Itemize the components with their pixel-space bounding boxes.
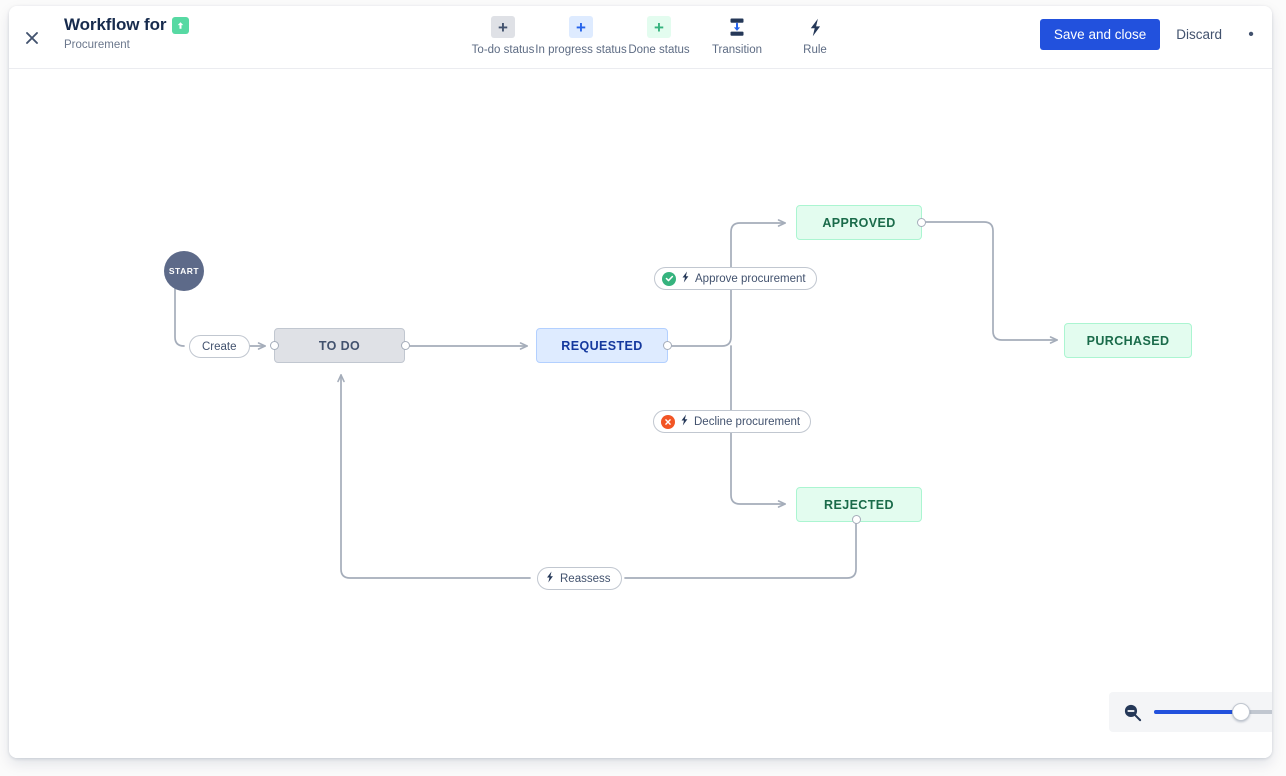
port-todo-left[interactable] [270, 341, 279, 350]
transition-reassess[interactable]: Reassess [537, 567, 622, 590]
add-transition-label: Transition [711, 44, 763, 56]
transition-decline-label: Decline procurement [694, 415, 801, 428]
add-todo-status-label: To-do status [471, 44, 535, 56]
more-options-button[interactable]: • [1238, 20, 1264, 50]
wire-start-to-create [174, 285, 185, 347]
wire-approved-to-purchased [925, 221, 1058, 344]
port-todo-right[interactable] [401, 341, 410, 350]
add-done-status-button[interactable]: + Done status [620, 14, 698, 56]
transition-approve-label: Approve procurement [695, 272, 806, 285]
close-icon[interactable] [18, 24, 46, 52]
editor-header: Workflow for Procurement + To-do status … [9, 6, 1272, 69]
transition-reassess-label: Reassess [560, 572, 611, 585]
add-todo-status-icon: + [491, 16, 515, 38]
wire-reassess-to-todo [337, 374, 531, 579]
header-actions: Save and close Discard • [1039, 19, 1264, 50]
add-done-status-icon: + [647, 16, 671, 38]
port-requested-right[interactable] [663, 341, 672, 350]
zoom-control-panel [1109, 692, 1272, 732]
transition-create[interactable]: ⚡ Create [189, 335, 250, 358]
start-node[interactable]: START [164, 251, 204, 291]
port-rejected-bottom[interactable] [852, 515, 861, 524]
status-node-requested-label: REQUESTED [561, 338, 643, 353]
status-node-approved[interactable]: APPROVED [796, 205, 922, 240]
discard-button[interactable]: Discard [1164, 19, 1234, 50]
add-todo-status-button[interactable]: + To-do status [464, 14, 542, 56]
status-node-purchased[interactable]: PURCHASED [1064, 323, 1192, 358]
transition-decline-procurement[interactable]: Decline procurement [653, 410, 812, 433]
status-node-approved-label: APPROVED [822, 215, 896, 230]
cross-circle-icon [661, 414, 675, 429]
rule-lightning-icon [680, 414, 689, 429]
status-node-todo-label: TO DO [318, 338, 361, 353]
add-done-status-label: Done status [628, 44, 690, 56]
add-in-progress-status-label: In progress status [535, 44, 627, 56]
rule-lightning-icon [803, 16, 827, 38]
add-transition-button[interactable]: Transition [698, 14, 776, 56]
save-and-close-button[interactable]: Save and close [1039, 19, 1161, 50]
rule-lightning-icon [545, 571, 555, 586]
project-subtitle: Procurement [64, 39, 130, 51]
port-approved-right[interactable] [917, 218, 926, 227]
zoom-slider-fill [1154, 710, 1241, 714]
status-node-rejected-label: REJECTED [824, 497, 894, 512]
project-arrow-up-icon [172, 16, 190, 34]
status-node-requested[interactable]: REQUESTED [536, 328, 668, 363]
title-block: Workflow for Procurement [64, 14, 190, 53]
transition-create-label: Create [202, 340, 237, 353]
wire-requested-to-rejected [730, 345, 786, 508]
rule-lightning-icon [681, 271, 690, 286]
transition-approve-procurement[interactable]: Approve procurement [654, 267, 817, 290]
add-rule-button[interactable]: Rule [776, 14, 854, 56]
page-title: Workflow for [64, 15, 167, 34]
toolbar: + To-do status + In progress status + Do… [464, 14, 854, 56]
status-node-todo[interactable]: TO DO [274, 328, 405, 363]
zoom-slider-knob[interactable] [1232, 703, 1250, 721]
workflow-editor-card: Workflow for Procurement + To-do status … [9, 6, 1272, 758]
zoom-slider[interactable] [1154, 703, 1272, 721]
add-rule-label: Rule [803, 44, 827, 56]
zoom-out-magnifier-icon[interactable] [1123, 703, 1142, 722]
status-node-purchased-label: PURCHASED [1086, 333, 1170, 348]
wire-rejected-to-reassess [624, 518, 857, 579]
workflow-canvas[interactable]: START ⚡ Create TO DO REQUESTED [9, 69, 1272, 758]
connector-layer [174, 219, 1058, 579]
transition-icon [725, 16, 749, 38]
add-in-progress-status-button[interactable]: + In progress status [535, 14, 627, 56]
check-circle-icon [662, 271, 676, 286]
add-in-progress-status-icon: + [569, 16, 593, 38]
